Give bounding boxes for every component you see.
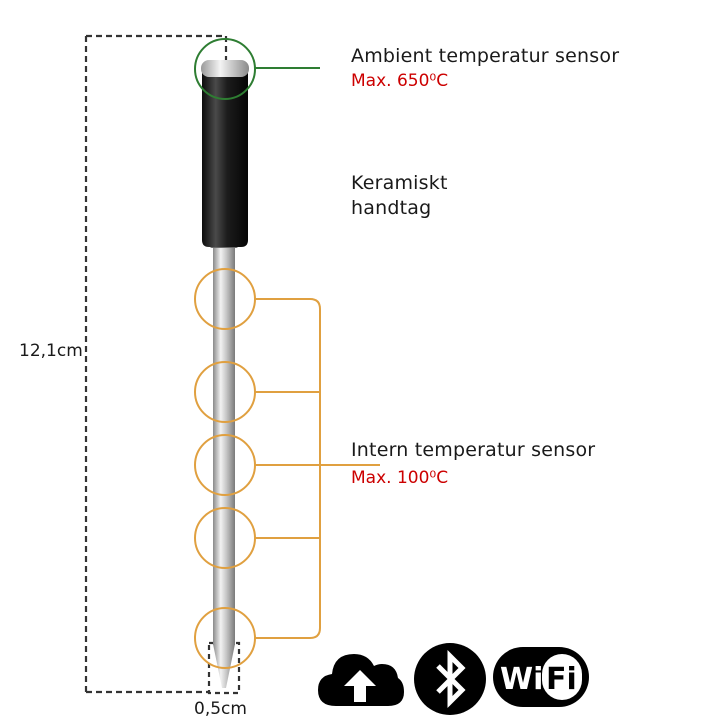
ambient-title: Ambient temperatur sensor [351,45,620,67]
wifi-icon-text-wi: Wi [500,662,543,697]
handle-label-line1: Keramiskt [351,172,448,194]
wifi-icon-text-fi: Fi [546,662,577,697]
length-label: 12,1cm [19,341,83,361]
diameter-dim-box [207,641,241,695]
probe-rod [213,240,235,645]
internal-max: Max. 100⁰C [351,468,449,488]
probe [201,60,249,688]
probe-tip [213,644,235,688]
cloud-upload-icon [318,654,404,706]
internal-title: Intern temperatur sensor [351,439,596,461]
ceramic-handle [202,70,248,247]
diameter-label: 0,5cm [194,699,247,719]
handle-label-line2: handtag [351,197,432,219]
ambient-cap [201,60,249,77]
ambient-max: Max. 650⁰C [351,71,449,91]
internal-sensor-markers [194,268,380,669]
bluetooth-icon [414,643,486,715]
sensor-bracket [255,298,321,639]
wifi-icon: Wi Fi [493,647,589,707]
dimension-box [84,34,228,694]
